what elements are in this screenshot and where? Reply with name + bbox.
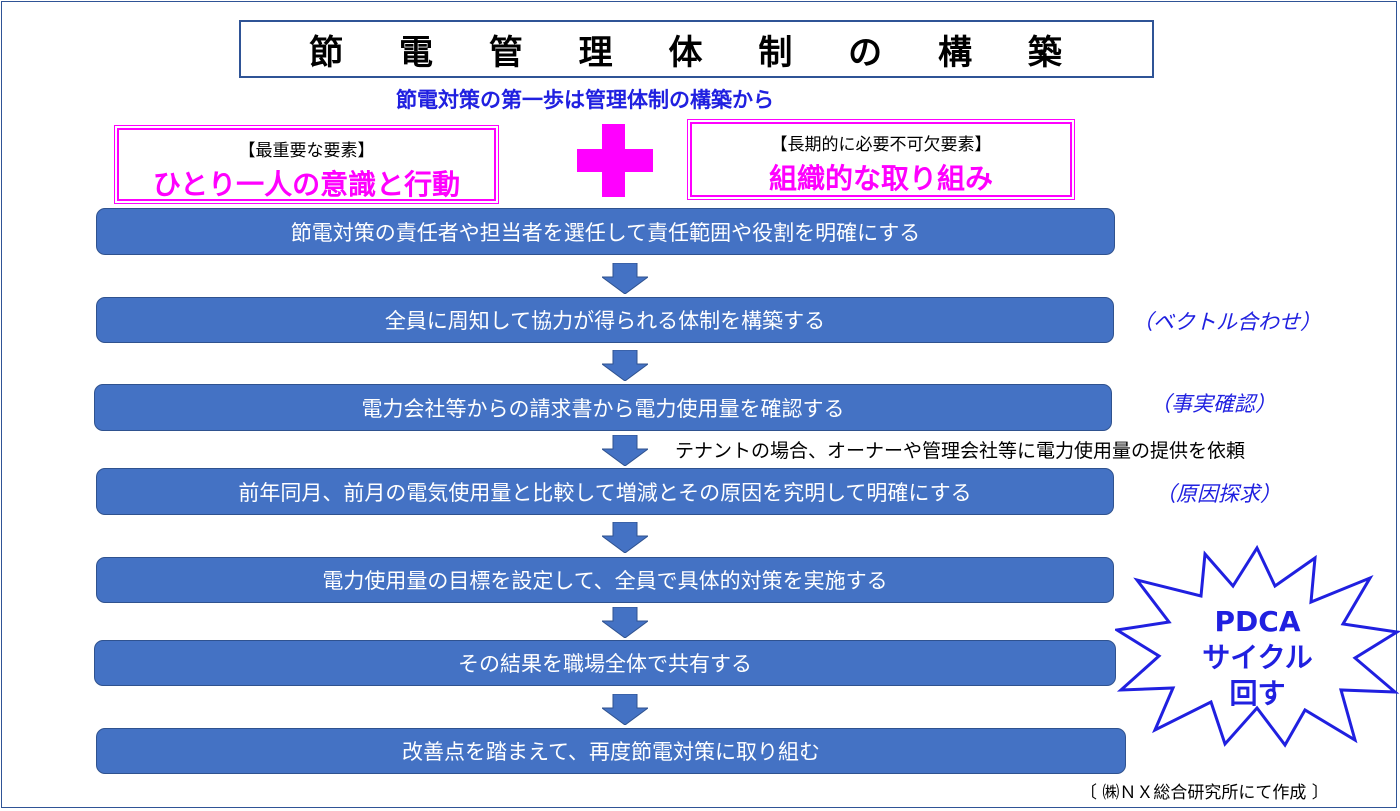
down-arrow-icon [602, 522, 648, 553]
page-title: 節 電 管 理 体 制 の 構 築 [239, 20, 1154, 78]
down-arrow-icon [602, 350, 648, 381]
down-arrow-icon [602, 694, 648, 725]
tenant-note: テナントの場合、オーナーや管理会社等に電力使用量の提供を依頼 [675, 440, 1246, 462]
source-credit: 〔 ㈱ＮＸ総合研究所にて作成 〕 [1080, 783, 1329, 803]
step-2: 全員に周知して協力が得られる体制を構築する [96, 297, 1114, 343]
step-6: その結果を職場全体で共有する [94, 640, 1116, 686]
left-element-box: 【最重要な要素】 ひとり一人の意識と行動 [114, 125, 499, 204]
pdca-line-3: 回す [1229, 677, 1286, 710]
step-4: 前年同月、前月の電気使用量と比較して増減とその原因を究明して明確にする [96, 468, 1114, 515]
pdca-line-1: PDCA [1214, 605, 1301, 638]
step-1: 節電対策の責任者や担当者を選任して責任範囲や役割を明確にする [96, 208, 1115, 255]
side-label-cause: （原因探求） [1155, 482, 1281, 506]
side-label-vector: （ベクトル合わせ） [1132, 310, 1321, 334]
right-element-box: 【長期的に必要不可欠要素】 組織的な取り組み [687, 119, 1075, 200]
pdca-line-2: サイクル [1202, 641, 1313, 674]
left-box-caption: 【最重要な要素】 [238, 141, 375, 161]
side-label-fact-check: （事実確認） [1150, 392, 1276, 416]
pdca-burst-shape [1115, 544, 1400, 748]
left-box-heading: ひとり一人の意識と行動 [152, 168, 461, 201]
step-3: 電力会社等からの請求書から電力使用量を確認する [94, 384, 1112, 431]
subtitle: 節電対策の第一歩は管理体制の構築から [396, 88, 774, 112]
pdca-text: PDCA サイクル 回す [1175, 604, 1340, 712]
right-box-caption: 【長期的に必要不可欠要素】 [770, 135, 992, 155]
down-arrow-icon [602, 607, 648, 638]
down-arrow-icon [602, 435, 648, 466]
step-5: 電力使用量の目標を設定して、全員で具体的対策を実施する [96, 557, 1114, 603]
right-box-heading: 組織的な取り組み [768, 162, 993, 195]
step-7: 改善点を踏まえて、再度節電対策に取り組む [96, 728, 1126, 774]
plus-icon-bar [577, 149, 653, 172]
down-arrow-icon [602, 263, 648, 294]
